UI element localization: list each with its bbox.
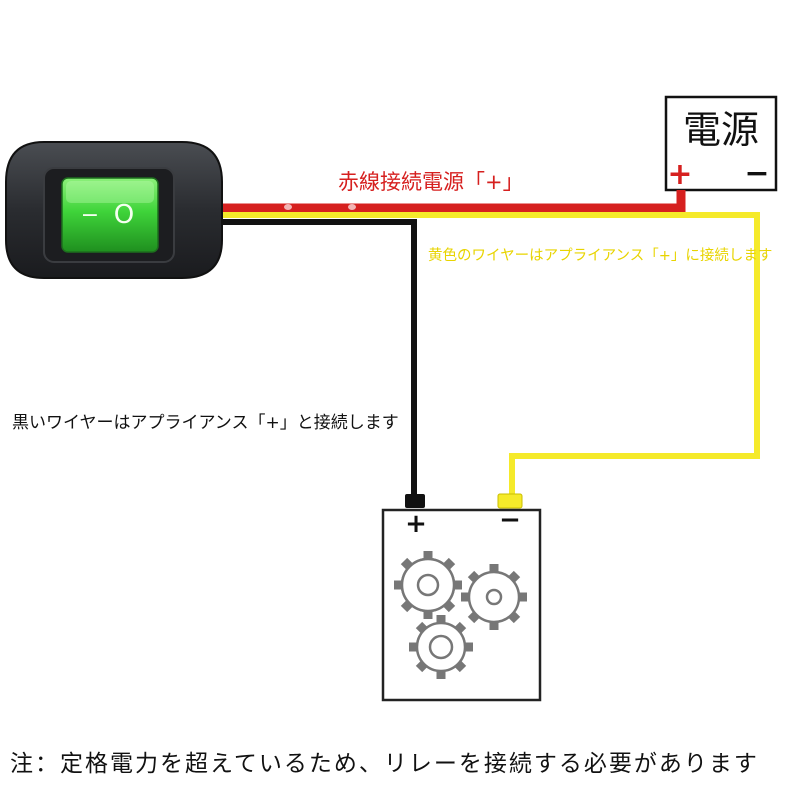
power-source-label: 電源	[683, 108, 759, 152]
red-wire-label: 赤線接続電源「+」	[338, 170, 524, 194]
power-source: 電源 + −	[664, 95, 778, 192]
switch-on-symbol: O	[114, 200, 134, 230]
black-wire	[220, 219, 417, 497]
black-wire-label: 黒いワイヤーはアプライアンス「+」と接続します	[12, 413, 399, 433]
appliance-plus-terminal: +	[405, 509, 427, 539]
gears-icon	[394, 551, 527, 679]
power-minus-terminal: −	[744, 156, 769, 191]
power-plus-terminal: +	[667, 157, 692, 192]
relay-note: 注：定格電力を超えているため、リレーを接続する必要があります	[10, 751, 759, 777]
red-wire	[220, 190, 686, 213]
yellow-wire	[220, 212, 760, 498]
yellow-wire-label: 黄色のワイヤーはアプライアンス「+」に接続します	[428, 247, 772, 264]
switch-off-symbol: −	[81, 203, 99, 228]
rocker-switch[interactable]: − O	[5, 141, 223, 279]
appliance: + −	[381, 493, 542, 702]
appliance-minus-terminal: −	[499, 505, 521, 535]
